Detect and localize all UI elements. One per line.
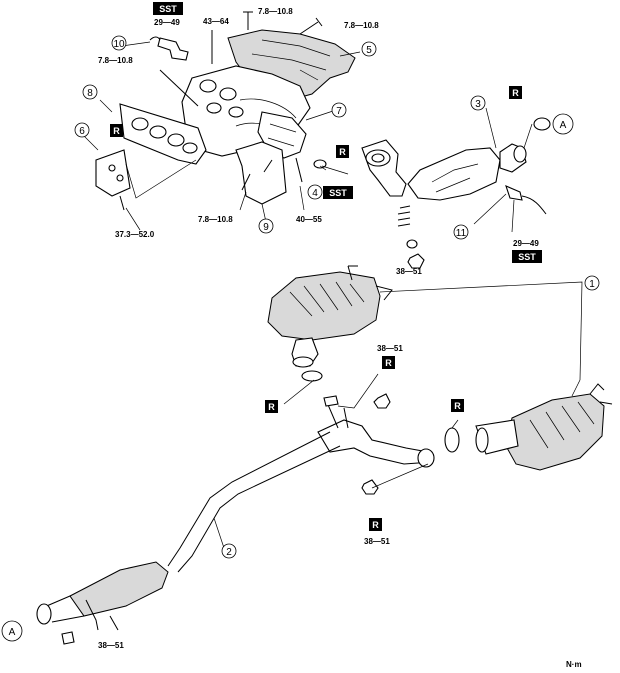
svg-text:R: R <box>512 88 519 98</box>
r-tag-3: R <box>509 86 522 99</box>
callout-10: 10 <box>111 35 127 51</box>
callout-9: 9 <box>258 218 274 234</box>
torque-38-51-mid: 38—51 <box>377 344 403 353</box>
svg-text:A: A <box>9 627 16 638</box>
callout-3: 3 <box>470 95 486 111</box>
svg-text:7: 7 <box>336 106 342 117</box>
svg-text:4: 4 <box>312 188 318 199</box>
torque-43-64: 43—64 <box>203 17 229 26</box>
r-tag-muffler-gasket: R <box>451 399 464 412</box>
svg-text:R: R <box>372 520 379 530</box>
r-tag-4: R <box>336 145 349 158</box>
sst-tag-right: SST <box>512 250 542 263</box>
oxygen-sensor-10 <box>157 37 189 61</box>
sst-tag-4: SST <box>323 186 353 199</box>
callout-numbers: 1 2 3 4 5 6 7 8 9 10 11 A A <box>1 35 600 642</box>
torque-labels: 7.8—10.8 7.8—10.8 43—64 29—49 7.8—10.8 3… <box>98 7 582 669</box>
callout-2: 2 <box>221 543 237 559</box>
torque-bottom-78: 7.8—10.8 <box>198 215 233 224</box>
connector-a-top: A <box>552 113 574 135</box>
tag-boxes: SST SST SST R R R R R R R <box>110 2 542 531</box>
callout-7: 7 <box>331 102 347 118</box>
callout-8: 8 <box>82 84 98 100</box>
r-tag-lower-nut: R <box>369 518 382 531</box>
svg-text:A: A <box>560 120 567 131</box>
svg-text:10: 10 <box>113 39 125 50</box>
svg-text:R: R <box>454 401 461 411</box>
torque-38-51-lower: 38—51 <box>364 537 390 546</box>
svg-text:1: 1 <box>589 279 595 290</box>
r-tag-presilencer: R <box>265 400 278 413</box>
connector-a-bottom: A <box>1 620 23 642</box>
callout-6: 6 <box>74 122 90 138</box>
torque-top-right-bolt: 7.8—10.8 <box>344 21 379 30</box>
exhaust-pipe-2 <box>36 373 581 645</box>
torque-sensor-right: 29—49 <box>513 239 539 248</box>
presilencer <box>267 265 583 382</box>
sst-tag-top: SST <box>153 2 183 15</box>
svg-text:SST: SST <box>518 252 536 262</box>
torque-37-3: 37.3—52.0 <box>115 230 155 239</box>
support-9 <box>235 141 287 205</box>
torque-sst-top: 29—49 <box>154 18 180 27</box>
svg-text:R: R <box>385 358 392 368</box>
torque-top-bolt: 7.8—10.8 <box>258 7 293 16</box>
front-catalytic-converter-3 <box>361 107 551 269</box>
callout-4: 4 <box>307 184 323 200</box>
r-tag-gasket: R <box>110 124 123 137</box>
torque-40-55: 40—55 <box>296 215 322 224</box>
svg-text:R: R <box>113 126 120 136</box>
bracket-6 <box>95 149 131 197</box>
r-tag-center-nut: R <box>382 356 395 369</box>
unit-label: N·m <box>566 660 582 669</box>
svg-text:9: 9 <box>263 222 269 233</box>
exhaust-manifold-assembly <box>83 11 361 231</box>
main-muffler <box>444 383 613 471</box>
svg-text:R: R <box>339 147 346 157</box>
svg-text:3: 3 <box>475 99 481 110</box>
torque-38-51-left: 38—51 <box>98 641 124 650</box>
svg-text:SST: SST <box>329 188 347 198</box>
callout-11: 11 <box>453 224 469 240</box>
callout-1: 1 <box>584 275 600 291</box>
torque-38-51-center: 38—51 <box>396 267 422 276</box>
svg-text:11: 11 <box>456 228 467 239</box>
torque-left-78: 7.8—10.8 <box>98 56 133 65</box>
svg-text:6: 6 <box>79 126 85 137</box>
svg-text:R: R <box>268 402 275 412</box>
svg-text:8: 8 <box>87 88 93 99</box>
svg-text:5: 5 <box>366 45 372 56</box>
callout-5: 5 <box>361 41 377 57</box>
svg-text:SST: SST <box>159 4 177 14</box>
svg-text:2: 2 <box>226 547 232 558</box>
